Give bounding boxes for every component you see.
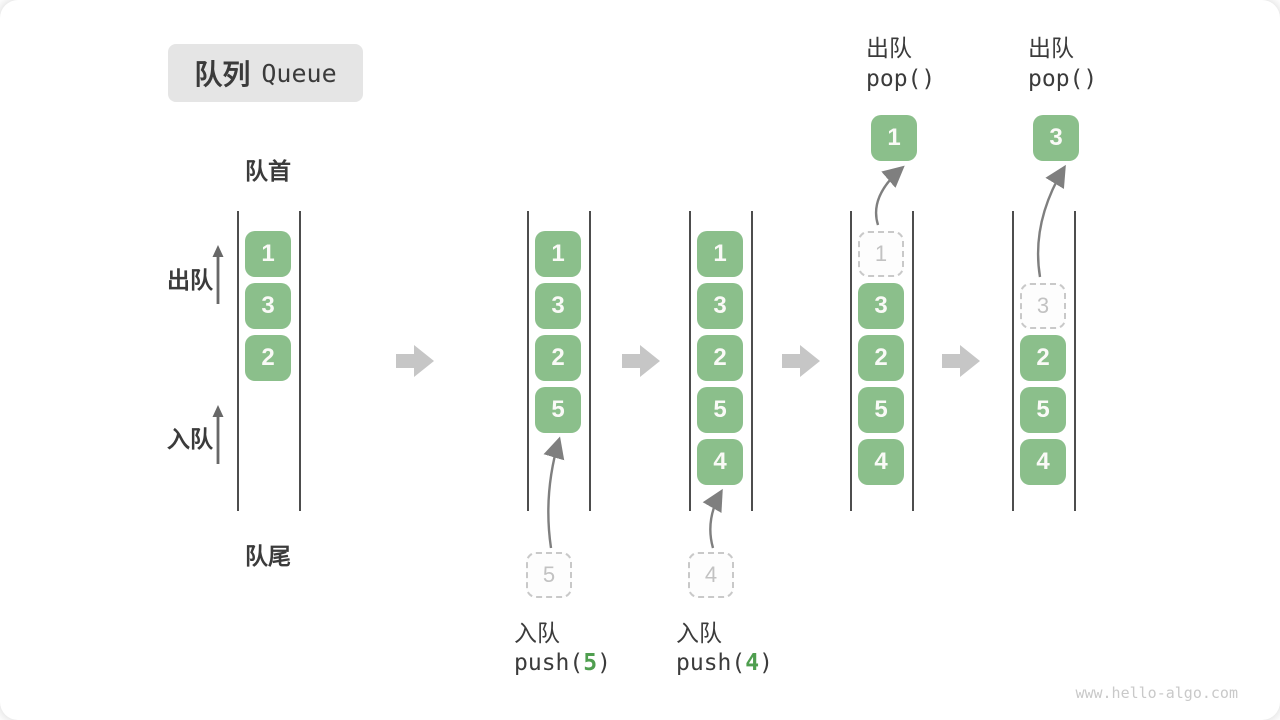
enqueue-arrow bbox=[702, 488, 723, 549]
queue-element: 5 bbox=[1020, 387, 1066, 433]
dequeue-annotation-label: 出队 bbox=[1028, 35, 1074, 61]
queue-element: 3 bbox=[858, 283, 904, 329]
incoming-element-ghost: 4 bbox=[688, 552, 734, 598]
queue-element: 3 bbox=[535, 283, 581, 329]
title-box: 队列 Queue bbox=[168, 44, 363, 102]
code-close: ) bbox=[759, 650, 773, 676]
state-transition-arrow bbox=[622, 345, 660, 377]
dequeue-annotation-label: 出队 bbox=[866, 35, 912, 61]
label-queue-front: 队首 bbox=[245, 158, 291, 184]
state-transition-arrow bbox=[782, 345, 820, 377]
queue-element-ghost: 3 bbox=[1020, 283, 1066, 329]
code-fn: push( bbox=[676, 650, 746, 676]
queue-element: 4 bbox=[1020, 439, 1066, 485]
enqueue-annotation-code: push(5) bbox=[514, 650, 611, 676]
queue-element: 2 bbox=[697, 335, 743, 381]
queue-wall-right bbox=[751, 211, 753, 511]
queue-wall-left bbox=[850, 211, 852, 511]
dequeue-arrow bbox=[874, 165, 905, 226]
code-close: ) bbox=[597, 650, 611, 676]
dequeue-arrow bbox=[1036, 164, 1066, 278]
watermark: www.hello-algo.com bbox=[1075, 684, 1238, 702]
enqueue-annotation-label: 入队 bbox=[676, 620, 722, 646]
queue-element: 2 bbox=[245, 335, 291, 381]
queue-element: 2 bbox=[1020, 335, 1066, 381]
title-en: Queue bbox=[261, 58, 337, 88]
dequeue-annotation-code: pop() bbox=[866, 66, 936, 92]
queue-element: 2 bbox=[535, 335, 581, 381]
code-arg: 5 bbox=[583, 650, 598, 676]
state-transition-arrow bbox=[942, 345, 980, 377]
enqueue-arrow bbox=[543, 436, 565, 549]
queue-element: 5 bbox=[858, 387, 904, 433]
enqueue-annotation-label: 入队 bbox=[514, 620, 560, 646]
queue-element: 4 bbox=[858, 439, 904, 485]
queue-element: 3 bbox=[245, 283, 291, 329]
queue-wall-left bbox=[689, 211, 691, 511]
code-arg: 4 bbox=[745, 650, 760, 676]
queue-element: 5 bbox=[535, 387, 581, 433]
queue-element: 2 bbox=[858, 335, 904, 381]
queue-wall-left bbox=[237, 211, 239, 511]
label-enqueue-side: 入队 bbox=[167, 426, 213, 452]
label-dequeue-side: 出队 bbox=[167, 267, 213, 293]
state-transition-arrow bbox=[396, 345, 434, 377]
dequeue-direction-arrow-head bbox=[212, 245, 224, 257]
queue-wall-right bbox=[1074, 211, 1076, 511]
queue-wall-right bbox=[299, 211, 301, 511]
code-fn: push( bbox=[514, 650, 584, 676]
queue-wall-left bbox=[527, 211, 529, 511]
popped-element: 3 bbox=[1033, 115, 1079, 161]
queue-element: 1 bbox=[245, 231, 291, 277]
enqueue-direction-arrow-head bbox=[212, 405, 224, 417]
title-zh: 队列 bbox=[194, 59, 251, 90]
queue-wall-right bbox=[912, 211, 914, 511]
enqueue-annotation-code: push(4) bbox=[676, 650, 773, 676]
label-queue-rear: 队尾 bbox=[245, 543, 291, 569]
queue-element: 4 bbox=[697, 439, 743, 485]
queue-element: 5 bbox=[697, 387, 743, 433]
incoming-element-ghost: 5 bbox=[526, 552, 572, 598]
queue-element: 1 bbox=[535, 231, 581, 277]
dequeue-annotation-code: pop() bbox=[1028, 66, 1098, 92]
queue-element: 3 bbox=[697, 283, 743, 329]
queue-wall-left bbox=[1012, 211, 1014, 511]
popped-element: 1 bbox=[871, 115, 917, 161]
queue-wall-right bbox=[589, 211, 591, 511]
queue-element: 1 bbox=[697, 231, 743, 277]
queue-element-ghost: 1 bbox=[858, 231, 904, 277]
